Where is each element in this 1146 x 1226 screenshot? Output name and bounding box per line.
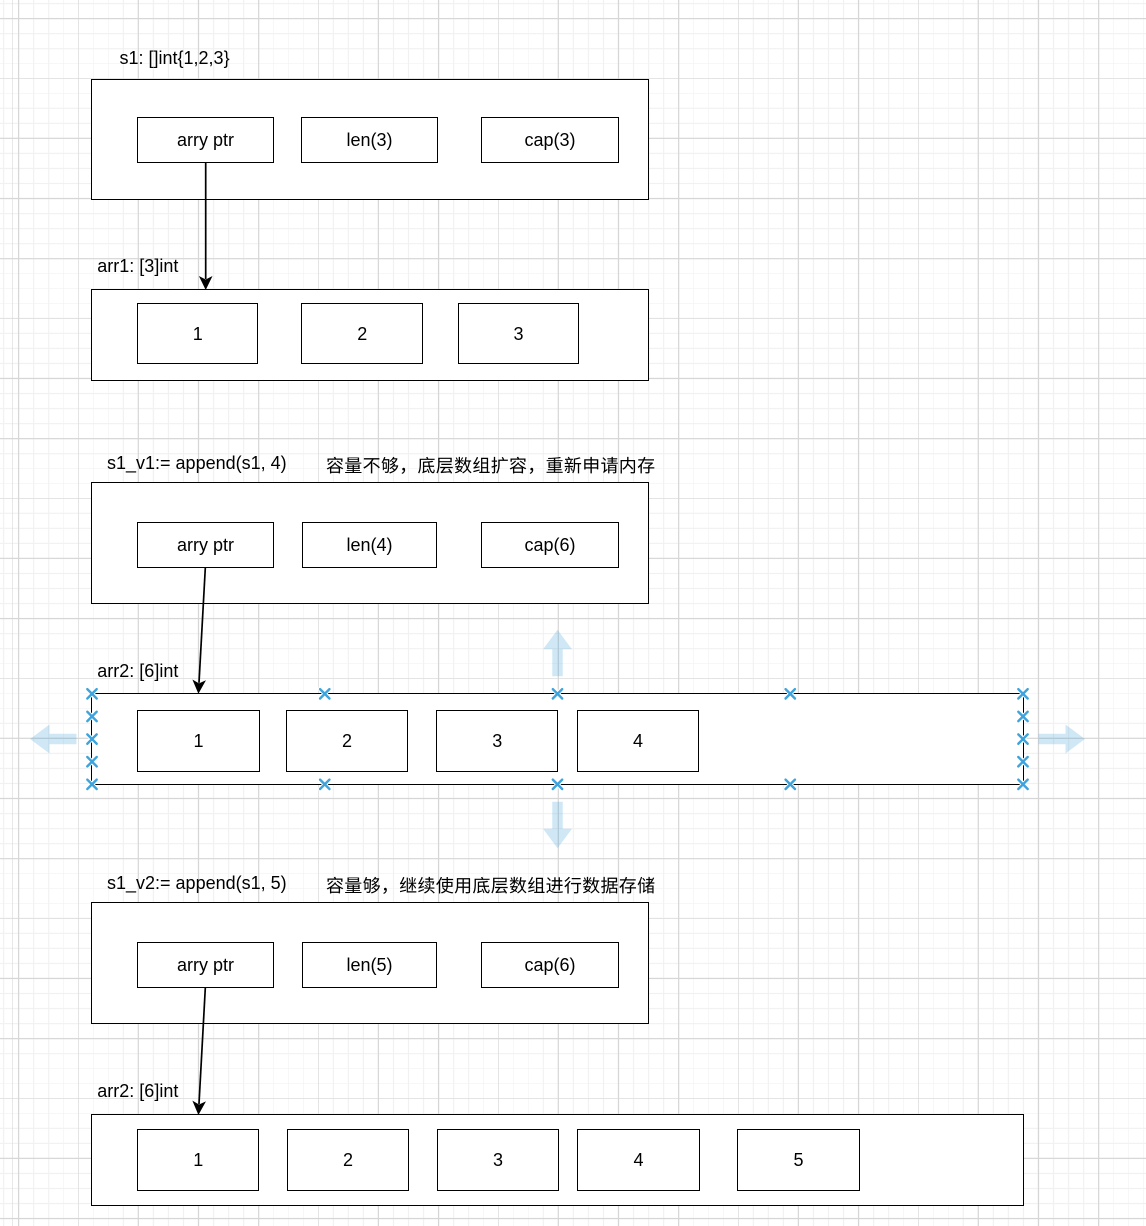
cjk-glyph: [620, 456, 635, 474]
cjk-glyph: [490, 456, 508, 474]
label-s1v2: s1_v2:= append(s1, 5): [107, 872, 287, 893]
cjk-glyph: [545, 877, 563, 894]
hover-arrow-left-icon[interactable]: [30, 724, 77, 754]
cell-arr1-3[interactable]: 3: [457, 303, 580, 365]
cell-arr1-2[interactable]: 2: [301, 303, 424, 365]
hover-arrow-right-icon[interactable]: [1038, 724, 1086, 754]
cjk-glyph: [509, 456, 526, 474]
label-arr2-mid: arr2: [6]int: [97, 660, 179, 681]
cell-arr2b-4[interactable]: 4: [577, 1129, 700, 1192]
note-reuse-glyphs: [326, 876, 654, 894]
cell-s1v1-len[interactable]: len(4): [301, 521, 438, 569]
cell-s1-len-label: len(3): [346, 129, 393, 150]
cell-s1v2-cap-label: cap(6): [524, 955, 576, 976]
cjk-glyph: [472, 456, 490, 474]
cell-arr2m-3[interactable]: 3: [436, 709, 559, 772]
cell-arr2b-3-label: 3: [492, 1150, 503, 1171]
cjk-glyph: [380, 456, 398, 474]
cjk-glyph: [527, 876, 545, 894]
cell-s1-cap-label: cap(3): [524, 129, 576, 150]
cjk-glyph: [582, 876, 600, 894]
cell-arr2m-4[interactable]: 4: [576, 709, 700, 772]
cjk-glyph: [344, 877, 361, 893]
cell-arr2m-2[interactable]: 2: [285, 709, 409, 772]
cjk-glyph: [600, 876, 618, 894]
cjk-glyph: [362, 458, 380, 474]
hover-arrow-up-icon[interactable]: [543, 629, 572, 677]
cell-s1v1-ptr-label: arry ptr: [176, 535, 234, 556]
cjk-glyph: [637, 456, 654, 474]
cjk-glyph: [546, 456, 563, 473]
cell-arr2b-1-label: 1: [193, 1150, 204, 1171]
note-reuse: 容量够，继续使用底层数组进行数据存储: [326, 872, 655, 898]
edge-s1-to-arr1-arrowhead-icon: [198, 276, 213, 290]
cjk-glyph: [326, 456, 343, 474]
note-grow-glyphs: [326, 456, 654, 474]
cell-s1v2-cap[interactable]: cap(6): [481, 941, 619, 989]
cell-s1v2-len[interactable]: len(5): [301, 941, 438, 989]
cjk-glyph: [362, 876, 380, 894]
cjk-glyph: [417, 456, 435, 474]
cell-arr2b-3[interactable]: 3: [437, 1129, 559, 1192]
cjk-glyph: [435, 876, 453, 894]
cjk-glyph: [529, 467, 533, 474]
cell-arr1-1-label: 1: [192, 323, 203, 344]
cell-arr1-2-label: 2: [357, 323, 368, 344]
cell-s1v1-len-label: len(4): [346, 535, 393, 556]
cell-arr2m-4-label: 4: [632, 730, 643, 751]
cell-arr2b-2-label: 2: [342, 1150, 353, 1171]
cell-arr2m-2-label: 2: [341, 730, 352, 751]
cjk-glyph: [382, 887, 387, 894]
label-s1: s1: []int{1,2,3}: [119, 48, 230, 69]
cjk-glyph: [454, 456, 472, 474]
cjk-glyph: [326, 876, 343, 894]
cell-arr1-3-label: 3: [513, 323, 524, 344]
label-arr2-bot: arr2: [6]int: [97, 1081, 179, 1102]
cell-arr2m-3-label: 3: [492, 730, 503, 751]
cjk-glyph: [563, 876, 581, 894]
cjk-glyph: [637, 876, 654, 894]
cell-s1-len[interactable]: len(3): [301, 116, 438, 164]
cjk-glyph: [344, 457, 361, 473]
cjk-glyph: [417, 876, 435, 894]
cjk-glyph: [454, 878, 470, 894]
cell-arr2b-4-label: 4: [633, 1150, 644, 1171]
label-s1v1: s1_v1:= append(s1, 4): [107, 452, 287, 473]
cjk-glyph: [600, 456, 618, 474]
cell-arr1-1[interactable]: 1: [137, 303, 259, 365]
cell-s1v1-cap-label: cap(6): [524, 535, 576, 556]
edge-s1v1-to-arr2-arrowhead-icon: [192, 679, 206, 694]
cell-s1-ptr[interactable]: arry ptr: [137, 116, 274, 164]
edge-s1v2-to-arr2-arrowhead-icon: [192, 1100, 206, 1115]
cell-s1-cap[interactable]: cap(3): [481, 116, 619, 164]
cell-arr2b-5[interactable]: 5: [737, 1129, 860, 1192]
label-arr1: arr1: [3]int: [97, 255, 179, 276]
hover-arrow-down-icon[interactable]: [543, 801, 572, 849]
cjk-glyph: [399, 876, 416, 893]
cell-arr2m-1[interactable]: 1: [137, 709, 260, 772]
cjk-glyph: [509, 876, 526, 894]
cjk-glyph: [435, 457, 453, 474]
cjk-glyph: [401, 467, 405, 474]
cell-s1v1-ptr[interactable]: arry ptr: [137, 521, 274, 569]
cell-s1v2-len-label: len(5): [346, 955, 393, 976]
cjk-glyph: [618, 876, 636, 894]
cell-s1v1-cap[interactable]: cap(6): [481, 521, 619, 569]
cell-arr2b-1[interactable]: 1: [137, 1129, 260, 1192]
cell-s1v2-ptr[interactable]: arry ptr: [137, 941, 274, 989]
note-grow: 容量不够，底层数组扩容，重新申请内存: [326, 452, 655, 478]
cjk-glyph: [564, 456, 581, 474]
cell-s1-ptr-label: arry ptr: [176, 129, 234, 150]
cjk-glyph: [490, 877, 508, 894]
cell-arr2b-5-label: 5: [793, 1150, 804, 1171]
cjk-glyph: [583, 456, 598, 474]
cell-arr2m-1-label: 1: [193, 730, 204, 751]
cell-arr2b-2[interactable]: 2: [287, 1129, 409, 1192]
cjk-glyph: [472, 876, 490, 894]
cell-s1v2-ptr-label: arry ptr: [176, 955, 234, 976]
